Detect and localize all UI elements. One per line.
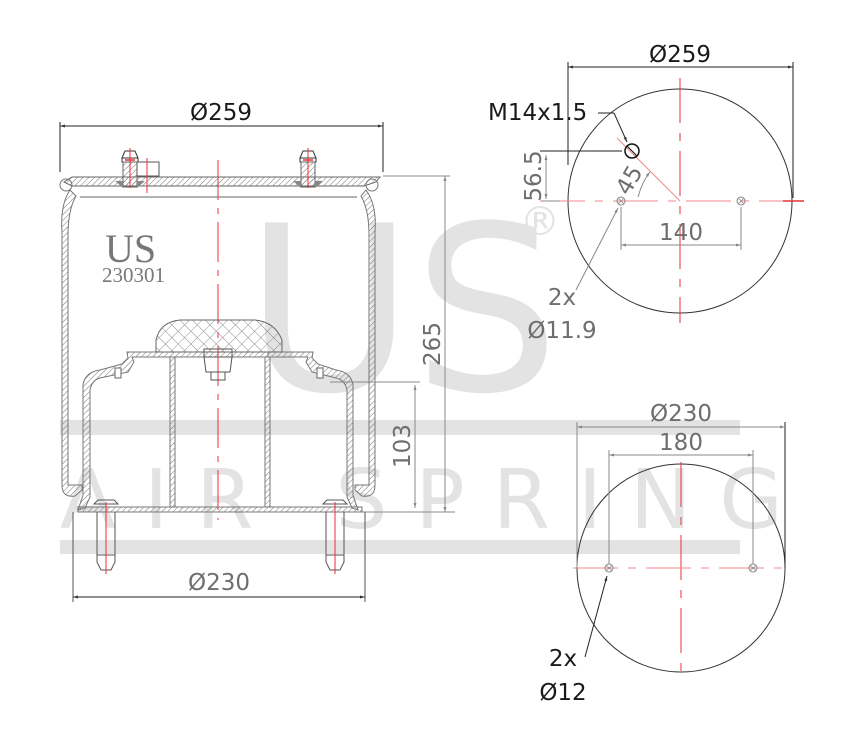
- dimension-top-plate-diameter: Ø259: [567, 42, 794, 198]
- side-view-section: US 230301 Ø259 265 103 Ø230: [59, 100, 455, 602]
- air-fitting-hole: [624, 143, 640, 159]
- bump-stop-nut: [203, 356, 233, 373]
- bottom-hole-callout: 2x Ø12: [539, 575, 608, 706]
- bellows-right-wall: [354, 189, 376, 497]
- dimension-bottom-hole-spacing: 180: [608, 430, 754, 564]
- bump-stop: [155, 319, 283, 353]
- bottom-plate-view: Ø230 180 2x Ø12: [539, 401, 788, 706]
- angle-reference-line: [616, 137, 681, 202]
- left-crimp-bead: [59, 178, 73, 192]
- dimension-fitting-offset: 56.5: [521, 150, 622, 202]
- bottom-stud-right: [321, 499, 349, 574]
- top-hole-spacing-label: 140: [659, 220, 703, 246]
- bottom-hole-diameter-label: Ø12: [539, 680, 586, 706]
- dimension-bottom-plate-diameter: Ø230: [576, 401, 786, 568]
- top-stud-left: [115, 148, 160, 193]
- piston-height-label: 103: [390, 424, 416, 468]
- dimension-total-height: 265: [362, 175, 455, 513]
- right-crimp-bead: [365, 178, 379, 192]
- top-hole-count-label: 2x: [548, 285, 576, 311]
- watermark-air-spring: AIR SPRING: [60, 453, 811, 548]
- top-diameter-label: Ø259: [190, 100, 252, 126]
- bump-stop-bolt-end: [210, 371, 226, 381]
- bottom-plate-diameter-label: Ø230: [650, 401, 712, 427]
- top-stud-hole-right: [736, 196, 746, 206]
- watermark-us: US: [245, 178, 559, 445]
- bellows-left-wall: [61, 189, 83, 497]
- total-height-label: 265: [420, 322, 446, 366]
- bottom-stud-left: [92, 499, 120, 574]
- part-number: 230301: [102, 263, 165, 287]
- dimension-piston-height: 103: [330, 381, 420, 508]
- watermark-bar-bottom: [60, 540, 740, 554]
- piston-seal-left: [114, 367, 122, 379]
- piston-seal-right: [316, 367, 324, 379]
- piston-inner-tube-right: [264, 356, 271, 508]
- base-plate: [77, 506, 363, 513]
- fitting-angle-label: 45: [611, 161, 648, 199]
- piston-inner-tube-left: [169, 356, 176, 508]
- dimension-top-hole-spacing: 140: [620, 207, 742, 250]
- top-plate: [62, 176, 382, 187]
- top-stud-right: [293, 148, 323, 188]
- dimension-bottom-diameter: Ø230: [72, 512, 366, 602]
- watermark-bar-top: [60, 420, 740, 435]
- bottom-hole-count-label: 2x: [549, 646, 577, 672]
- bottom-diameter-label: Ø230: [188, 570, 250, 596]
- top-plate-view: Ø259 M14x1.5 56.5 45 140: [488, 42, 804, 344]
- dimension-top-diameter: Ø259: [59, 100, 384, 172]
- top-stud-hole-left: [616, 196, 626, 206]
- top-plate-diameter-label: Ø259: [649, 42, 711, 68]
- top-hole-diameter-label: Ø11.9: [527, 318, 596, 344]
- brand-logo: US: [105, 226, 156, 271]
- dimension-fitting-angle: 45: [611, 161, 651, 200]
- watermark-registered-mark: ®: [520, 199, 560, 245]
- top-hole-callout: 2x Ø11.9: [527, 207, 619, 344]
- fitting-offset-label: 56.5: [521, 150, 547, 201]
- thread-label: M14x1.5: [488, 100, 587, 126]
- bottom-hole-spacing-label: 180: [659, 430, 703, 456]
- thread-callout: M14x1.5: [488, 100, 628, 143]
- watermark: US ® AIR SPRING: [60, 178, 811, 554]
